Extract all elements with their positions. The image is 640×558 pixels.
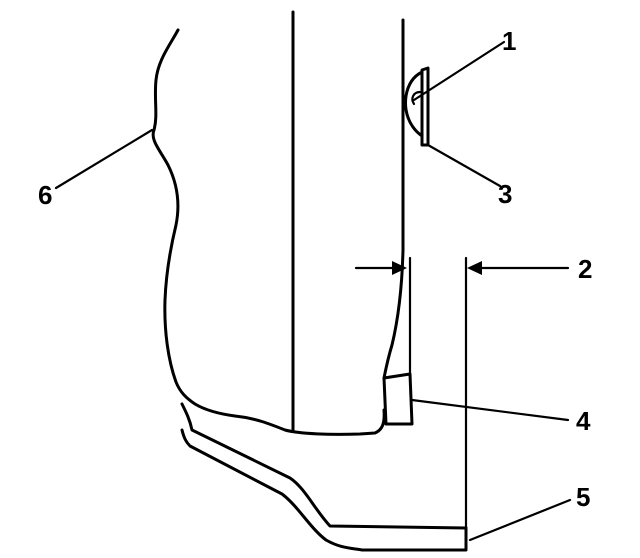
dimension-arrowhead-left: [392, 261, 407, 275]
dimension-arrowhead-right: [467, 261, 482, 275]
callout-4: 4: [576, 406, 591, 436]
leader-3: [426, 143, 502, 188]
callout-5: 5: [576, 482, 590, 512]
leader-1: [412, 40, 506, 102]
clip-body: [404, 70, 424, 138]
main-member-right-edge: [382, 18, 405, 380]
leader-5: [468, 498, 572, 542]
callout-2: 2: [578, 254, 592, 284]
leader-4: [410, 398, 570, 422]
sill-upper-edge: [180, 402, 468, 530]
spacer-block: [382, 372, 414, 426]
panel-contour: [151, 28, 386, 436]
sill-lower-edge: [180, 428, 468, 552]
leader-6: [54, 128, 154, 190]
callout-3: 3: [498, 179, 512, 209]
callout-6: 6: [38, 180, 52, 210]
clip-hook: [411, 90, 422, 106]
clip-bracket: [420, 66, 430, 147]
callout-1: 1: [502, 26, 516, 56]
